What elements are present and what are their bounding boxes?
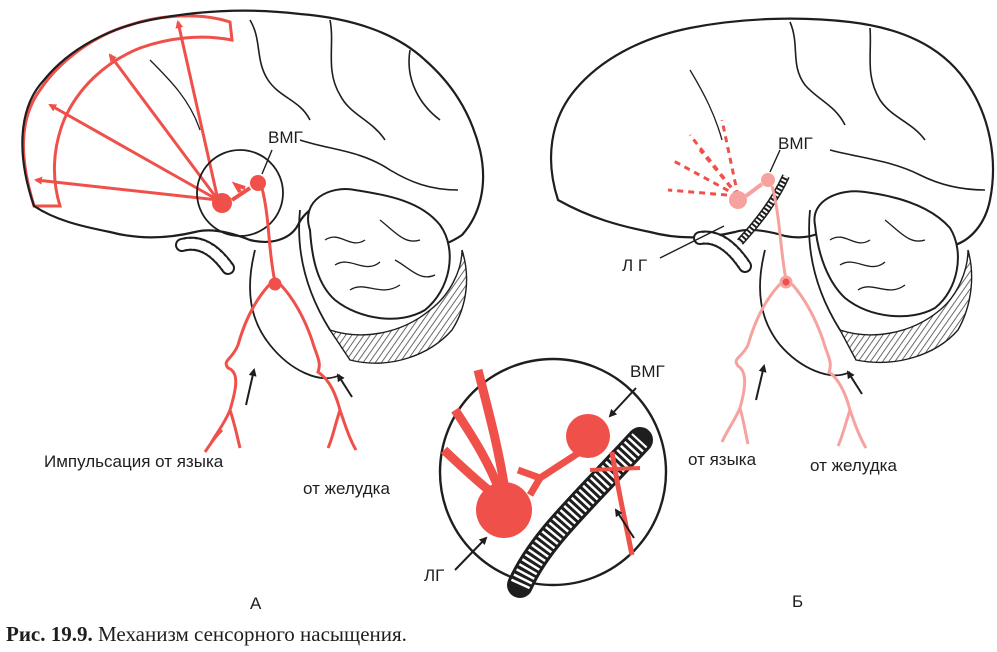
label-tongue-a: Импульсация от языка	[44, 452, 224, 471]
vmg-nucleus-inset	[566, 414, 610, 458]
cerebellum-lamellae-a	[328, 249, 468, 364]
projection-arrows-a	[34, 20, 220, 202]
frontal-cortex-band-a	[22, 14, 234, 208]
label-tongue-b: от языка	[688, 450, 757, 469]
lg-nucleus-a	[212, 193, 232, 213]
label-vmg-inset: ВМГ	[630, 362, 665, 381]
vmg-nucleus-a	[250, 175, 266, 191]
brain-b	[549, 17, 995, 377]
vmg-nucleus-b	[761, 173, 775, 187]
caption-number: Рис. 19.9.	[6, 622, 93, 646]
label-lg-b: Л Г	[622, 256, 648, 275]
inset-magnified	[438, 357, 668, 598]
hypothalamus-circle-a	[196, 149, 284, 237]
brain-outline-a	[21, 9, 485, 250]
cerebellum-a	[307, 188, 451, 320]
brain-outline-b	[549, 17, 995, 247]
panel-label-b: Б	[792, 592, 804, 611]
caption-text: Механизм сенсорного насыщения.	[98, 622, 407, 646]
nerve-paths-a	[203, 187, 358, 453]
inhibited-rays-b	[667, 119, 740, 198]
label-stomach-a: от желудка	[303, 479, 390, 498]
cerebellum-lamellae-b	[838, 249, 973, 364]
panel-label-a: А	[250, 594, 262, 613]
label-lg-inset: ЛГ	[424, 566, 445, 585]
brain-a	[21, 9, 485, 380]
label-stomach-b: от желудка	[810, 456, 897, 475]
cerebellum-b	[813, 190, 959, 318]
label-vmg-b: ВМГ	[778, 134, 813, 153]
nerve-paths-b	[720, 185, 868, 449]
label-vmg-a: ВМГ	[268, 128, 303, 147]
figure-caption: Рис. 19.9. Механизм сенсорного насыщения…	[6, 622, 407, 647]
lg-nucleus-b	[729, 191, 747, 209]
lg-nucleus-inset	[476, 482, 532, 538]
